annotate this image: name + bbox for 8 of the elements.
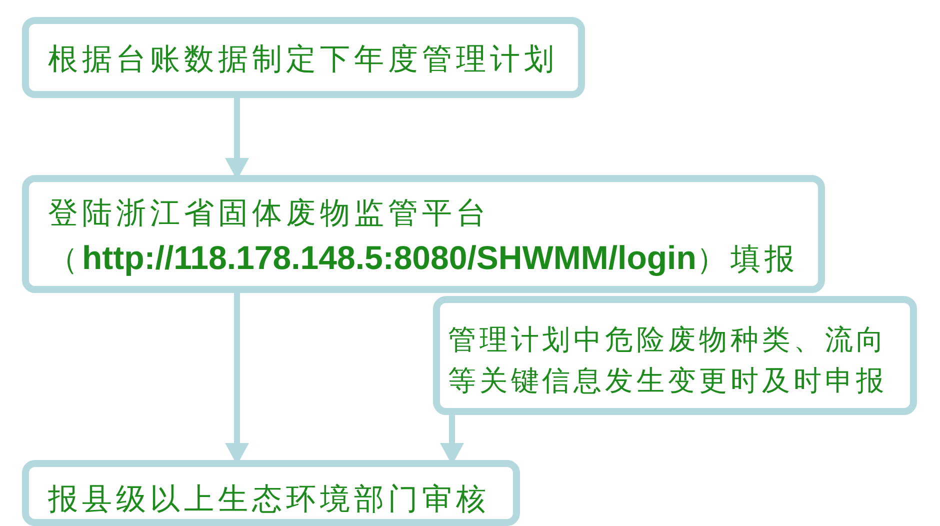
step-text: 报县级以上生态环境部门审核 — [48, 482, 491, 518]
process-box — [22, 17, 585, 98]
step-text: 管理计划中危险废物种类、流向等关键信息发生变更时及时申报 — [448, 324, 889, 399]
process-box — [433, 296, 917, 415]
process-box — [22, 175, 825, 293]
process-box — [22, 460, 520, 526]
step-text: 登陆浙江省固体废物监管平台（http://118.178.148.5:8080/SHWMM/login）填报 — [48, 196, 800, 278]
step-text: 根据台账数据制定下年度管理计划 — [48, 42, 559, 78]
